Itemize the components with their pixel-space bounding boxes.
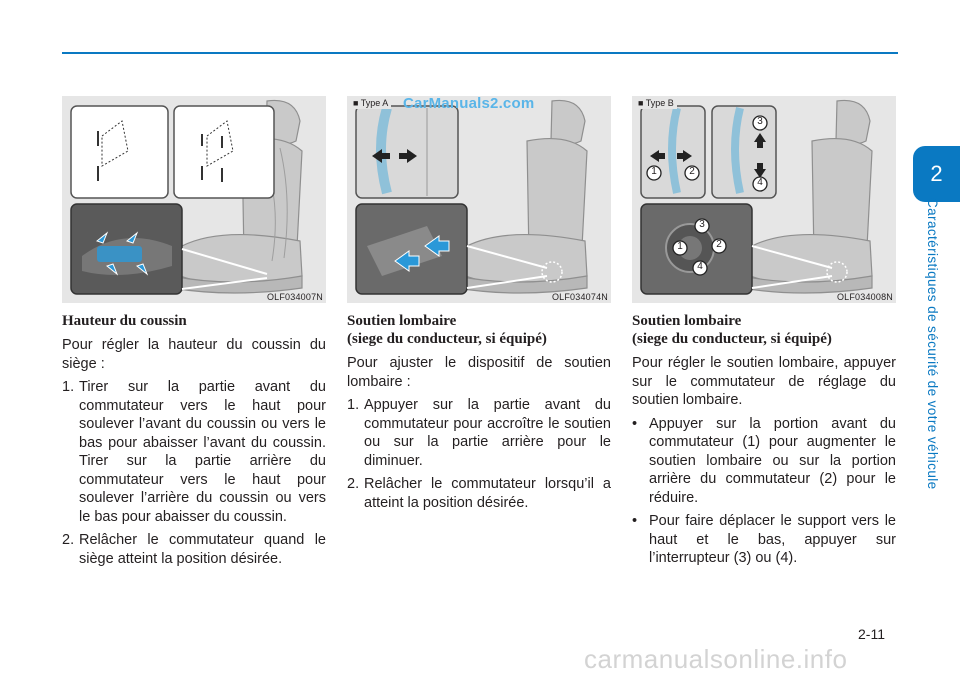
section-intro: Pour régler la hauteur du coussin du siè…	[62, 337, 326, 372]
section-intro: Pour ajuster le dispositif de soutien lo…	[347, 355, 611, 390]
list-marker: 1.	[62, 379, 75, 395]
section-intro: Pour régler le soutien lombaire, appuyer…	[632, 355, 896, 408]
figure-code: OLF034008N	[836, 292, 893, 302]
list-item: • Appuyer sur la portion avant du commut…	[632, 415, 896, 508]
section-cushion-height: OLF034007N Hauteur du coussin Pour régle…	[62, 96, 326, 573]
figure-lumbar-type-b: ■ Type B 1 2 3 4 3 2 1 4 OLF034008N	[632, 96, 896, 303]
list-item: 2. Relâcher le commutateur lorsqu’il a a…	[347, 475, 611, 512]
list-text: Appuyer sur la partie avant du commutate…	[364, 397, 611, 469]
instruction-list: 1. Appuyer sur la partie avant du commut…	[347, 396, 611, 512]
section-lumbar-type-a: ■ Type A CarManuals2.com OLF034074N Sout…	[347, 96, 611, 517]
list-text: Relâcher le commutateur lorsqu’il a atte…	[364, 476, 611, 511]
figure-lumbar-type-a: ■ Type A CarManuals2.com OLF034074N	[347, 96, 611, 303]
heading-line1: Soutien lombaire	[347, 313, 457, 329]
heading-line2: (siege du conducteur, si équipé)	[632, 331, 832, 347]
list-marker: 2.	[347, 476, 360, 492]
seat-illustration	[70, 99, 303, 295]
seat-illustration	[355, 99, 588, 295]
footer-watermark: carmanualsonline.info	[584, 644, 848, 674]
figure-type-label: ■ Type B	[638, 97, 677, 109]
callout-2: 2	[716, 239, 722, 250]
heading-line1: Hauteur du coussin	[62, 313, 187, 329]
list-marker: 1.	[347, 397, 360, 413]
figure-code: OLF034007N	[266, 292, 323, 302]
instruction-list: • Appuyer sur la portion avant du commut…	[632, 415, 896, 568]
list-item: 2. Relâcher le commutateur quand le sièg…	[62, 531, 326, 568]
figure-type-label: ■ Type A	[353, 97, 392, 109]
section-lumbar-type-b: ■ Type B 1 2 3 4 3 2 1 4 OLF034008N Sout…	[632, 96, 896, 573]
list-text: Pour faire déplacer le support vers le h…	[649, 513, 896, 566]
list-text: Relâcher le commutateur quand le siège a…	[79, 532, 326, 567]
heading-line2: (siege du conducteur, si équipé)	[347, 331, 547, 347]
chapter-tab[interactable]: 2	[913, 146, 960, 202]
callout-4: 4	[757, 177, 763, 188]
callout-3: 3	[699, 219, 705, 230]
header-rule	[62, 52, 898, 54]
section-heading: Soutien lombaire (siege du conducteur, s…	[347, 312, 611, 348]
figure-code: OLF034074N	[551, 292, 608, 302]
seat-illustration	[640, 99, 873, 295]
callout-4: 4	[697, 261, 703, 272]
instruction-list: 1. Tirer sur la partie avant du commutat…	[62, 378, 326, 568]
chapter-title: Caractéristiques de sécurité de votre vé…	[925, 198, 940, 490]
list-item: • Pour faire déplacer le support vers le…	[632, 512, 896, 568]
list-marker: •	[632, 513, 638, 529]
callout-3: 3	[757, 116, 763, 127]
list-item: 1. Appuyer sur la partie avant du commut…	[347, 396, 611, 470]
list-text: Tirer sur la partie avant du commutateur…	[79, 379, 326, 525]
callout-1: 1	[651, 166, 657, 177]
chapter-number: 2	[930, 161, 943, 186]
callout-1: 1	[677, 241, 683, 252]
page-number: 2-11	[858, 626, 885, 642]
figure-cushion-height: OLF034007N	[62, 96, 326, 303]
list-marker: 2.	[62, 532, 75, 548]
watermark-carmanuals: CarManuals2.com	[403, 96, 535, 112]
list-item: 1. Tirer sur la partie avant du commutat…	[62, 378, 326, 526]
list-marker: •	[632, 415, 638, 432]
list-text: Appuyer sur la portion avant du commutat…	[649, 415, 896, 506]
section-heading: Soutien lombaire (siege du conducteur, s…	[632, 312, 896, 348]
callout-2: 2	[689, 166, 695, 177]
section-heading: Hauteur du coussin	[62, 312, 326, 330]
heading-line1: Soutien lombaire	[632, 313, 742, 329]
